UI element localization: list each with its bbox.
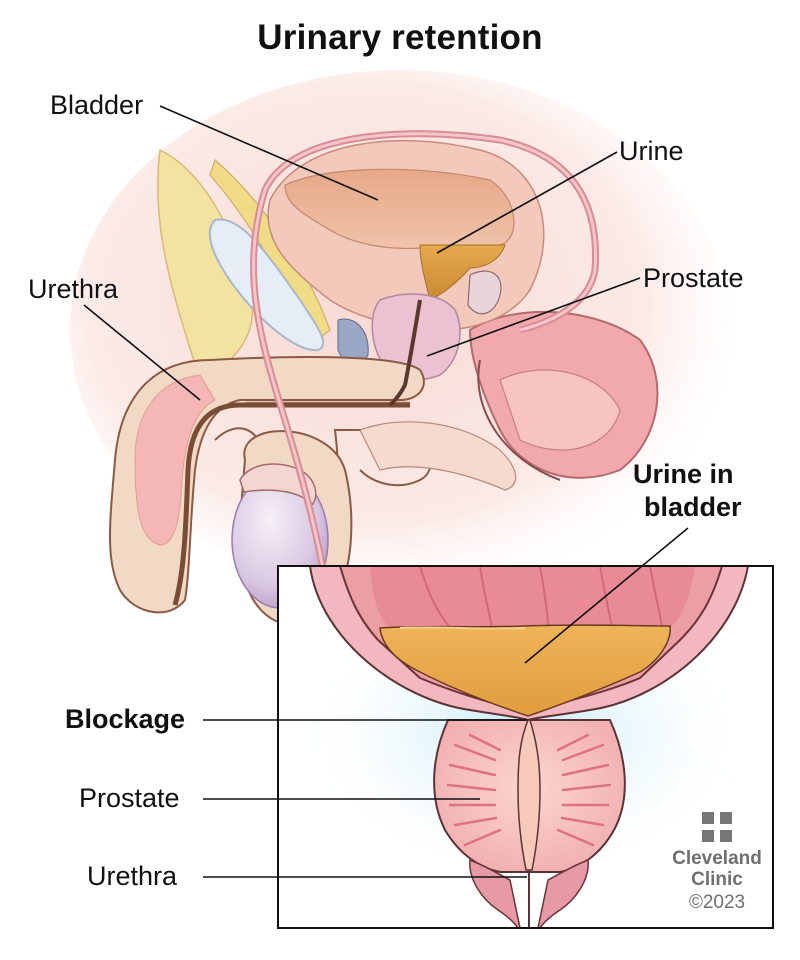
page-title: Urinary retention xyxy=(257,18,543,57)
label-urine-in-bladder-line2: bladder xyxy=(644,492,742,522)
label-urethra-inset: Urethra xyxy=(87,861,178,891)
label-urethra: Urethra xyxy=(28,274,119,304)
urethra-leader-line xyxy=(83,304,201,401)
label-urine-in-bladder-line1: Urine in xyxy=(633,459,734,489)
cleveland-clinic-cross-icon xyxy=(702,812,732,842)
inset-illustration xyxy=(203,527,773,929)
urine-leader-line xyxy=(436,151,618,254)
label-blockage: Blockage xyxy=(65,704,186,734)
label-bladder: Bladder xyxy=(50,90,144,120)
urine-in-bladder-leader-line xyxy=(524,527,689,664)
label-urine: Urine xyxy=(619,136,684,166)
prostate-leader-line xyxy=(426,277,641,357)
label-prostate-inset: Prostate xyxy=(79,783,180,813)
bladder-leader-line xyxy=(159,105,379,201)
cleveland-clinic-logo: Cleveland Clinic ©2023 xyxy=(662,812,772,915)
logo-copyright: ©2023 xyxy=(688,892,746,913)
logo-name-line1: Cleveland xyxy=(672,848,762,869)
label-prostate: Prostate xyxy=(643,263,744,293)
logo-name-line2: Clinic xyxy=(691,869,743,890)
